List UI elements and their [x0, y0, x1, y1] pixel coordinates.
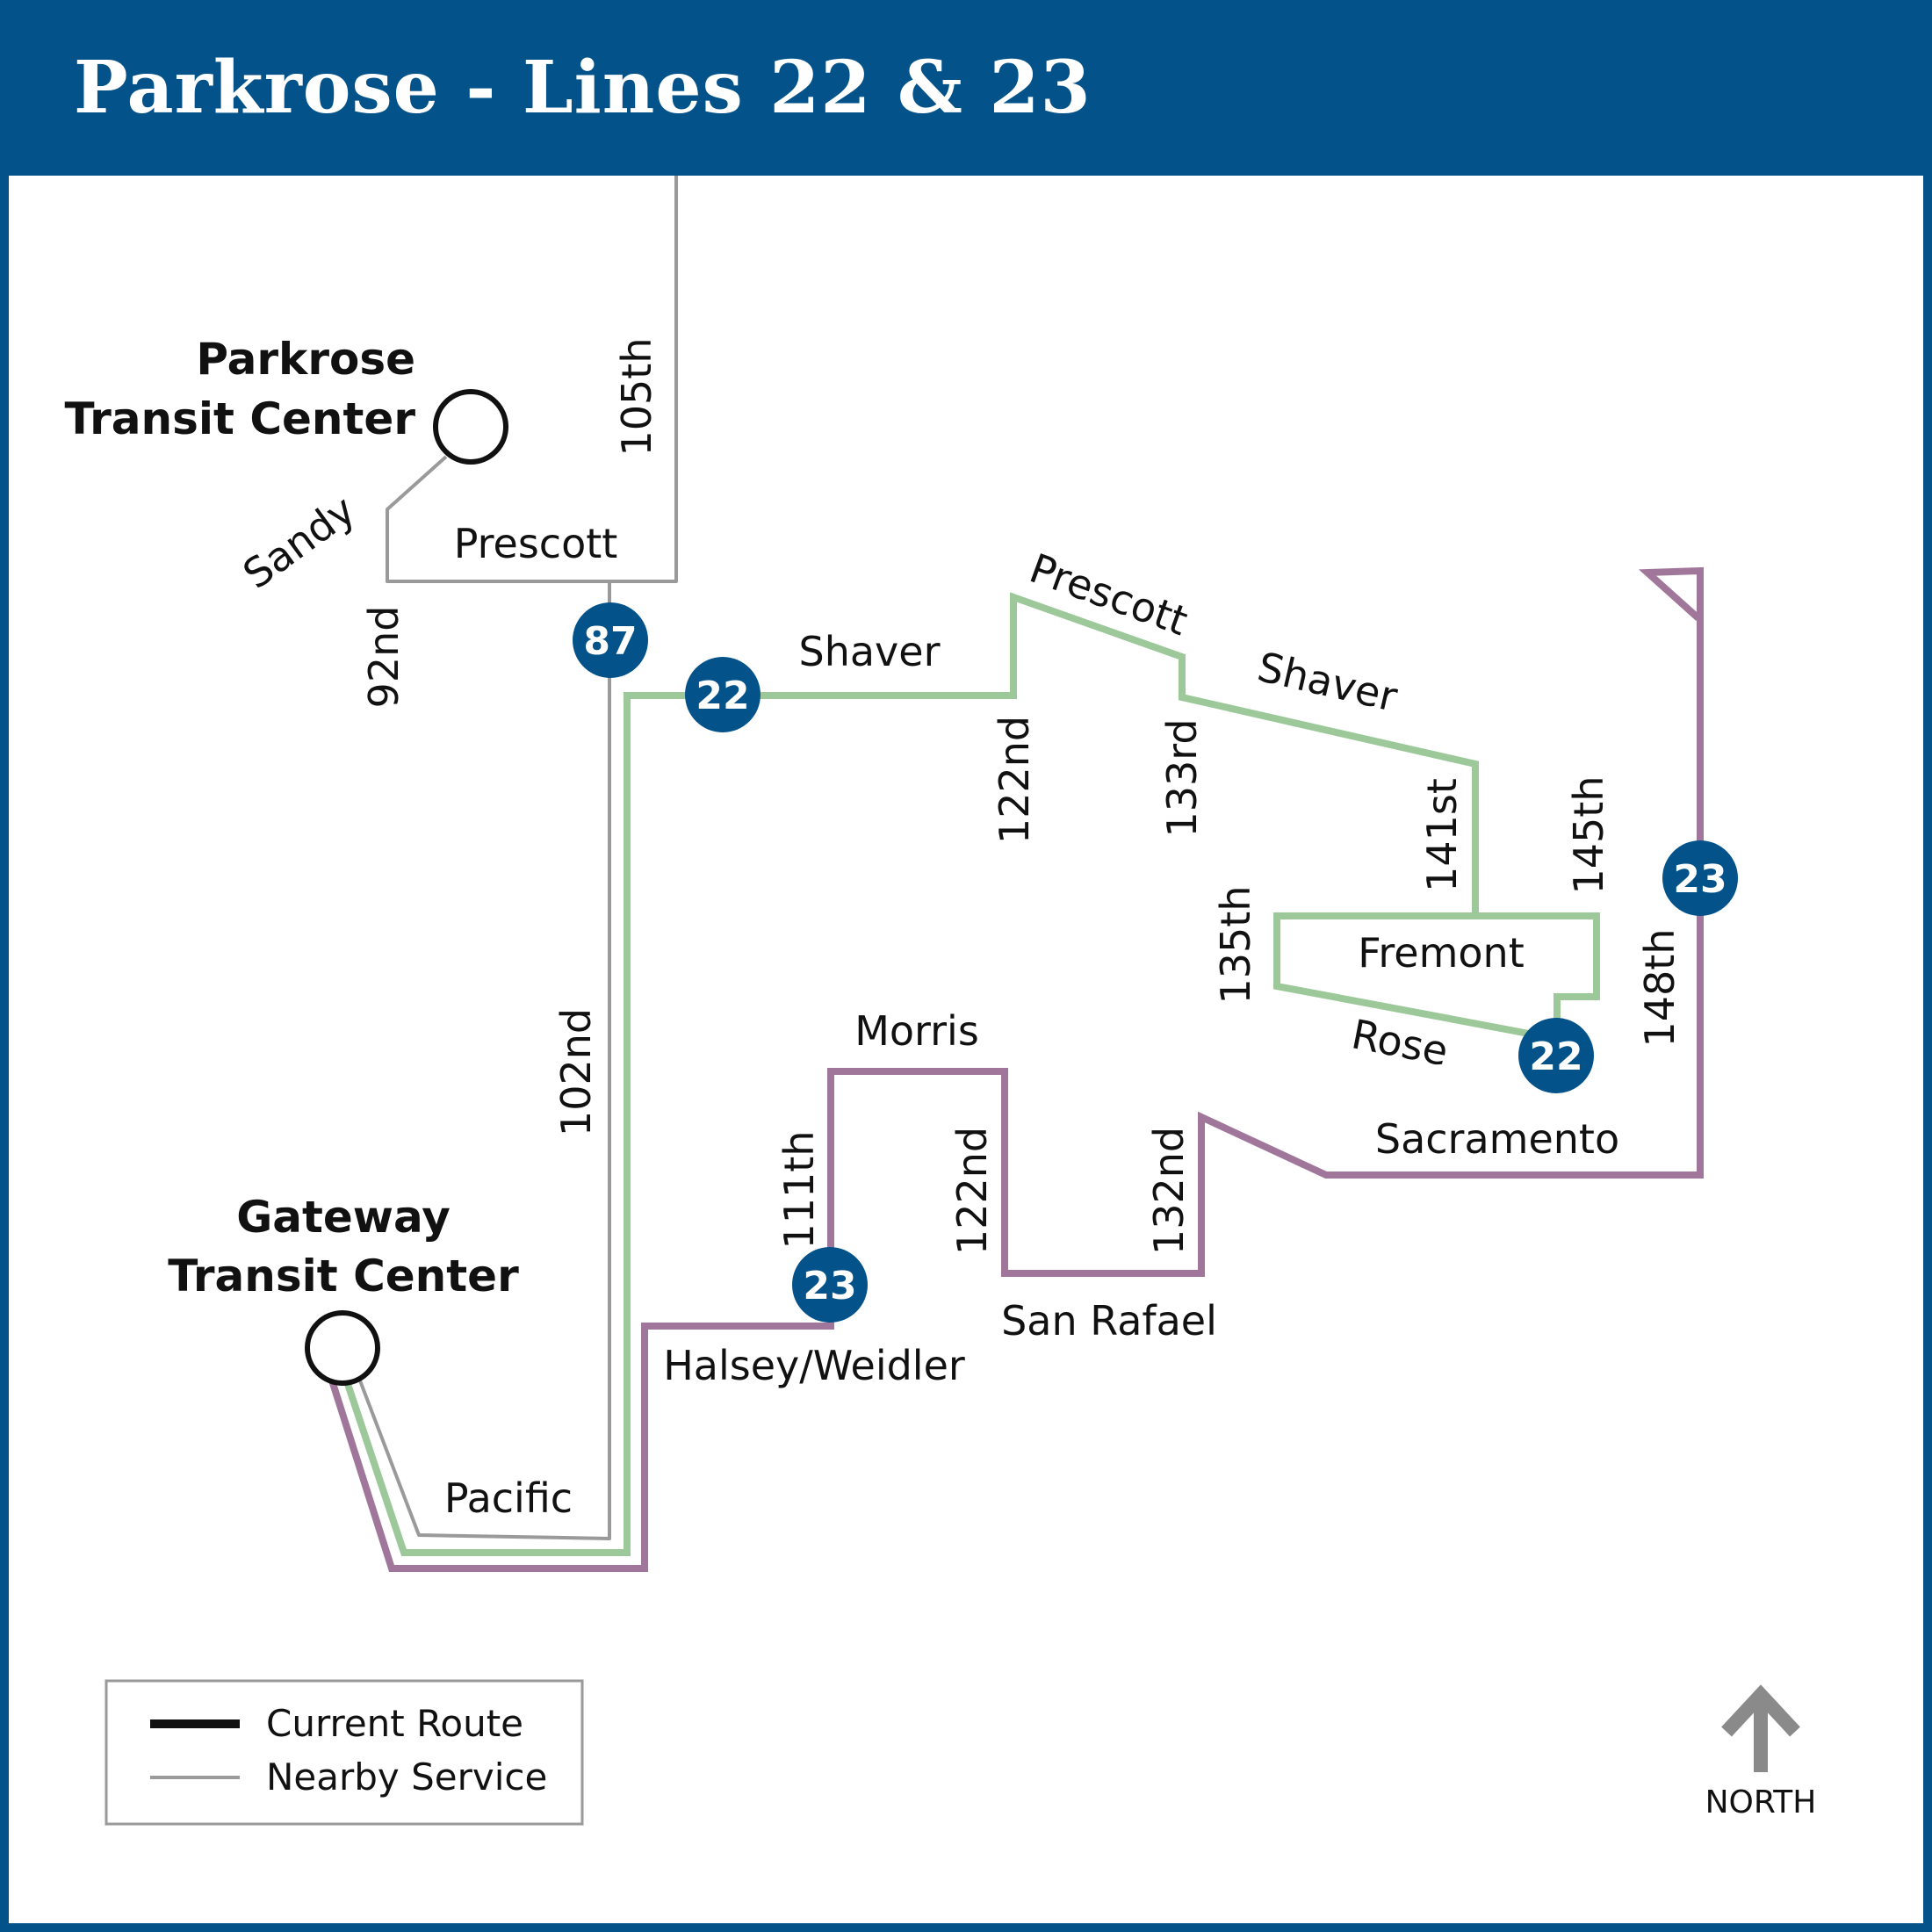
- badge-22-west[interactable]: 22: [685, 657, 761, 732]
- street-label-111th: 111th: [775, 1131, 823, 1250]
- legend-current-route-label: Current Route: [266, 1702, 523, 1745]
- street-label-132nd: 132nd: [1145, 1127, 1193, 1255]
- street-label-sandy: Sandy: [234, 486, 364, 598]
- line-87-route: [386, 176, 678, 583]
- street-label-fremont: Fremont: [1358, 929, 1524, 977]
- street-label-shaver-east: Shaver: [1253, 643, 1402, 721]
- street-label-135th: 135th: [1212, 886, 1259, 1005]
- parkrose-station-label-2: Transit Center: [65, 393, 416, 444]
- street-label-141st: 141st: [1418, 778, 1466, 892]
- street-label-105th: 105th: [613, 338, 660, 457]
- gateway-station-label-1: Gateway: [236, 1192, 451, 1243]
- badge-23-east-label: 23: [1673, 857, 1727, 902]
- street-label-122nd-south: 122nd: [948, 1127, 996, 1255]
- map-title: Parkrose - Lines 22 & 23: [74, 46, 1092, 130]
- street-label-san-rafael: San Rafael: [1001, 1297, 1217, 1344]
- legend-nearby-service-label: Nearby Service: [266, 1755, 547, 1799]
- street-label-122nd-north: 122nd: [991, 716, 1038, 844]
- badge-87[interactable]: 87: [573, 602, 648, 678]
- map-legend: Current Route Nearby Service: [105, 1679, 584, 1826]
- badge-87-label: 87: [583, 619, 637, 664]
- parkrose-transit-center-marker[interactable]: [433, 389, 508, 465]
- street-label-morris: Morris: [854, 1007, 979, 1055]
- nearby-service-lines: [357, 176, 678, 1540]
- street-label-prescott-west: Prescott: [454, 520, 618, 567]
- line-87-102nd: [357, 581, 611, 1540]
- badge-22-east-label: 22: [1529, 1034, 1582, 1079]
- street-label-rose: Rose: [1348, 1010, 1453, 1075]
- title-bar: Parkrose - Lines 22 & 23: [0, 0, 1932, 176]
- line-23-route: [328, 566, 1704, 1572]
- line-22-route: [342, 592, 1600, 1556]
- gateway-station-label-2: Transit Center: [168, 1251, 519, 1301]
- street-label-pacific: Pacific: [444, 1474, 573, 1522]
- badge-23-west[interactable]: 23: [792, 1247, 868, 1323]
- parkrose-station-label-1: Parkrose: [196, 334, 415, 385]
- north-arrow-icon: [1721, 1684, 1800, 1772]
- street-label-133rd: 133rd: [1158, 718, 1206, 837]
- badge-23-west-label: 23: [803, 1264, 856, 1308]
- street-label-shaver-west: Shaver: [799, 628, 941, 675]
- badge-22-east[interactable]: 22: [1518, 1018, 1594, 1093]
- street-label-92nd: 92nd: [360, 606, 407, 709]
- north-label: NORTH: [1705, 1784, 1817, 1820]
- street-label-sacramento: Sacramento: [1375, 1115, 1619, 1163]
- street-label-halsey-weidler: Halsey/Weidler: [663, 1342, 965, 1389]
- street-label-148th: 148th: [1636, 929, 1683, 1048]
- north-arrow: NORTH: [1705, 1684, 1817, 1820]
- street-label-145th: 145th: [1565, 776, 1612, 895]
- badge-22-west-label: 22: [696, 674, 749, 718]
- street-label-102nd: 102nd: [552, 1008, 600, 1136]
- gateway-transit-center-marker[interactable]: [305, 1310, 380, 1386]
- badge-23-east[interactable]: 23: [1662, 840, 1738, 916]
